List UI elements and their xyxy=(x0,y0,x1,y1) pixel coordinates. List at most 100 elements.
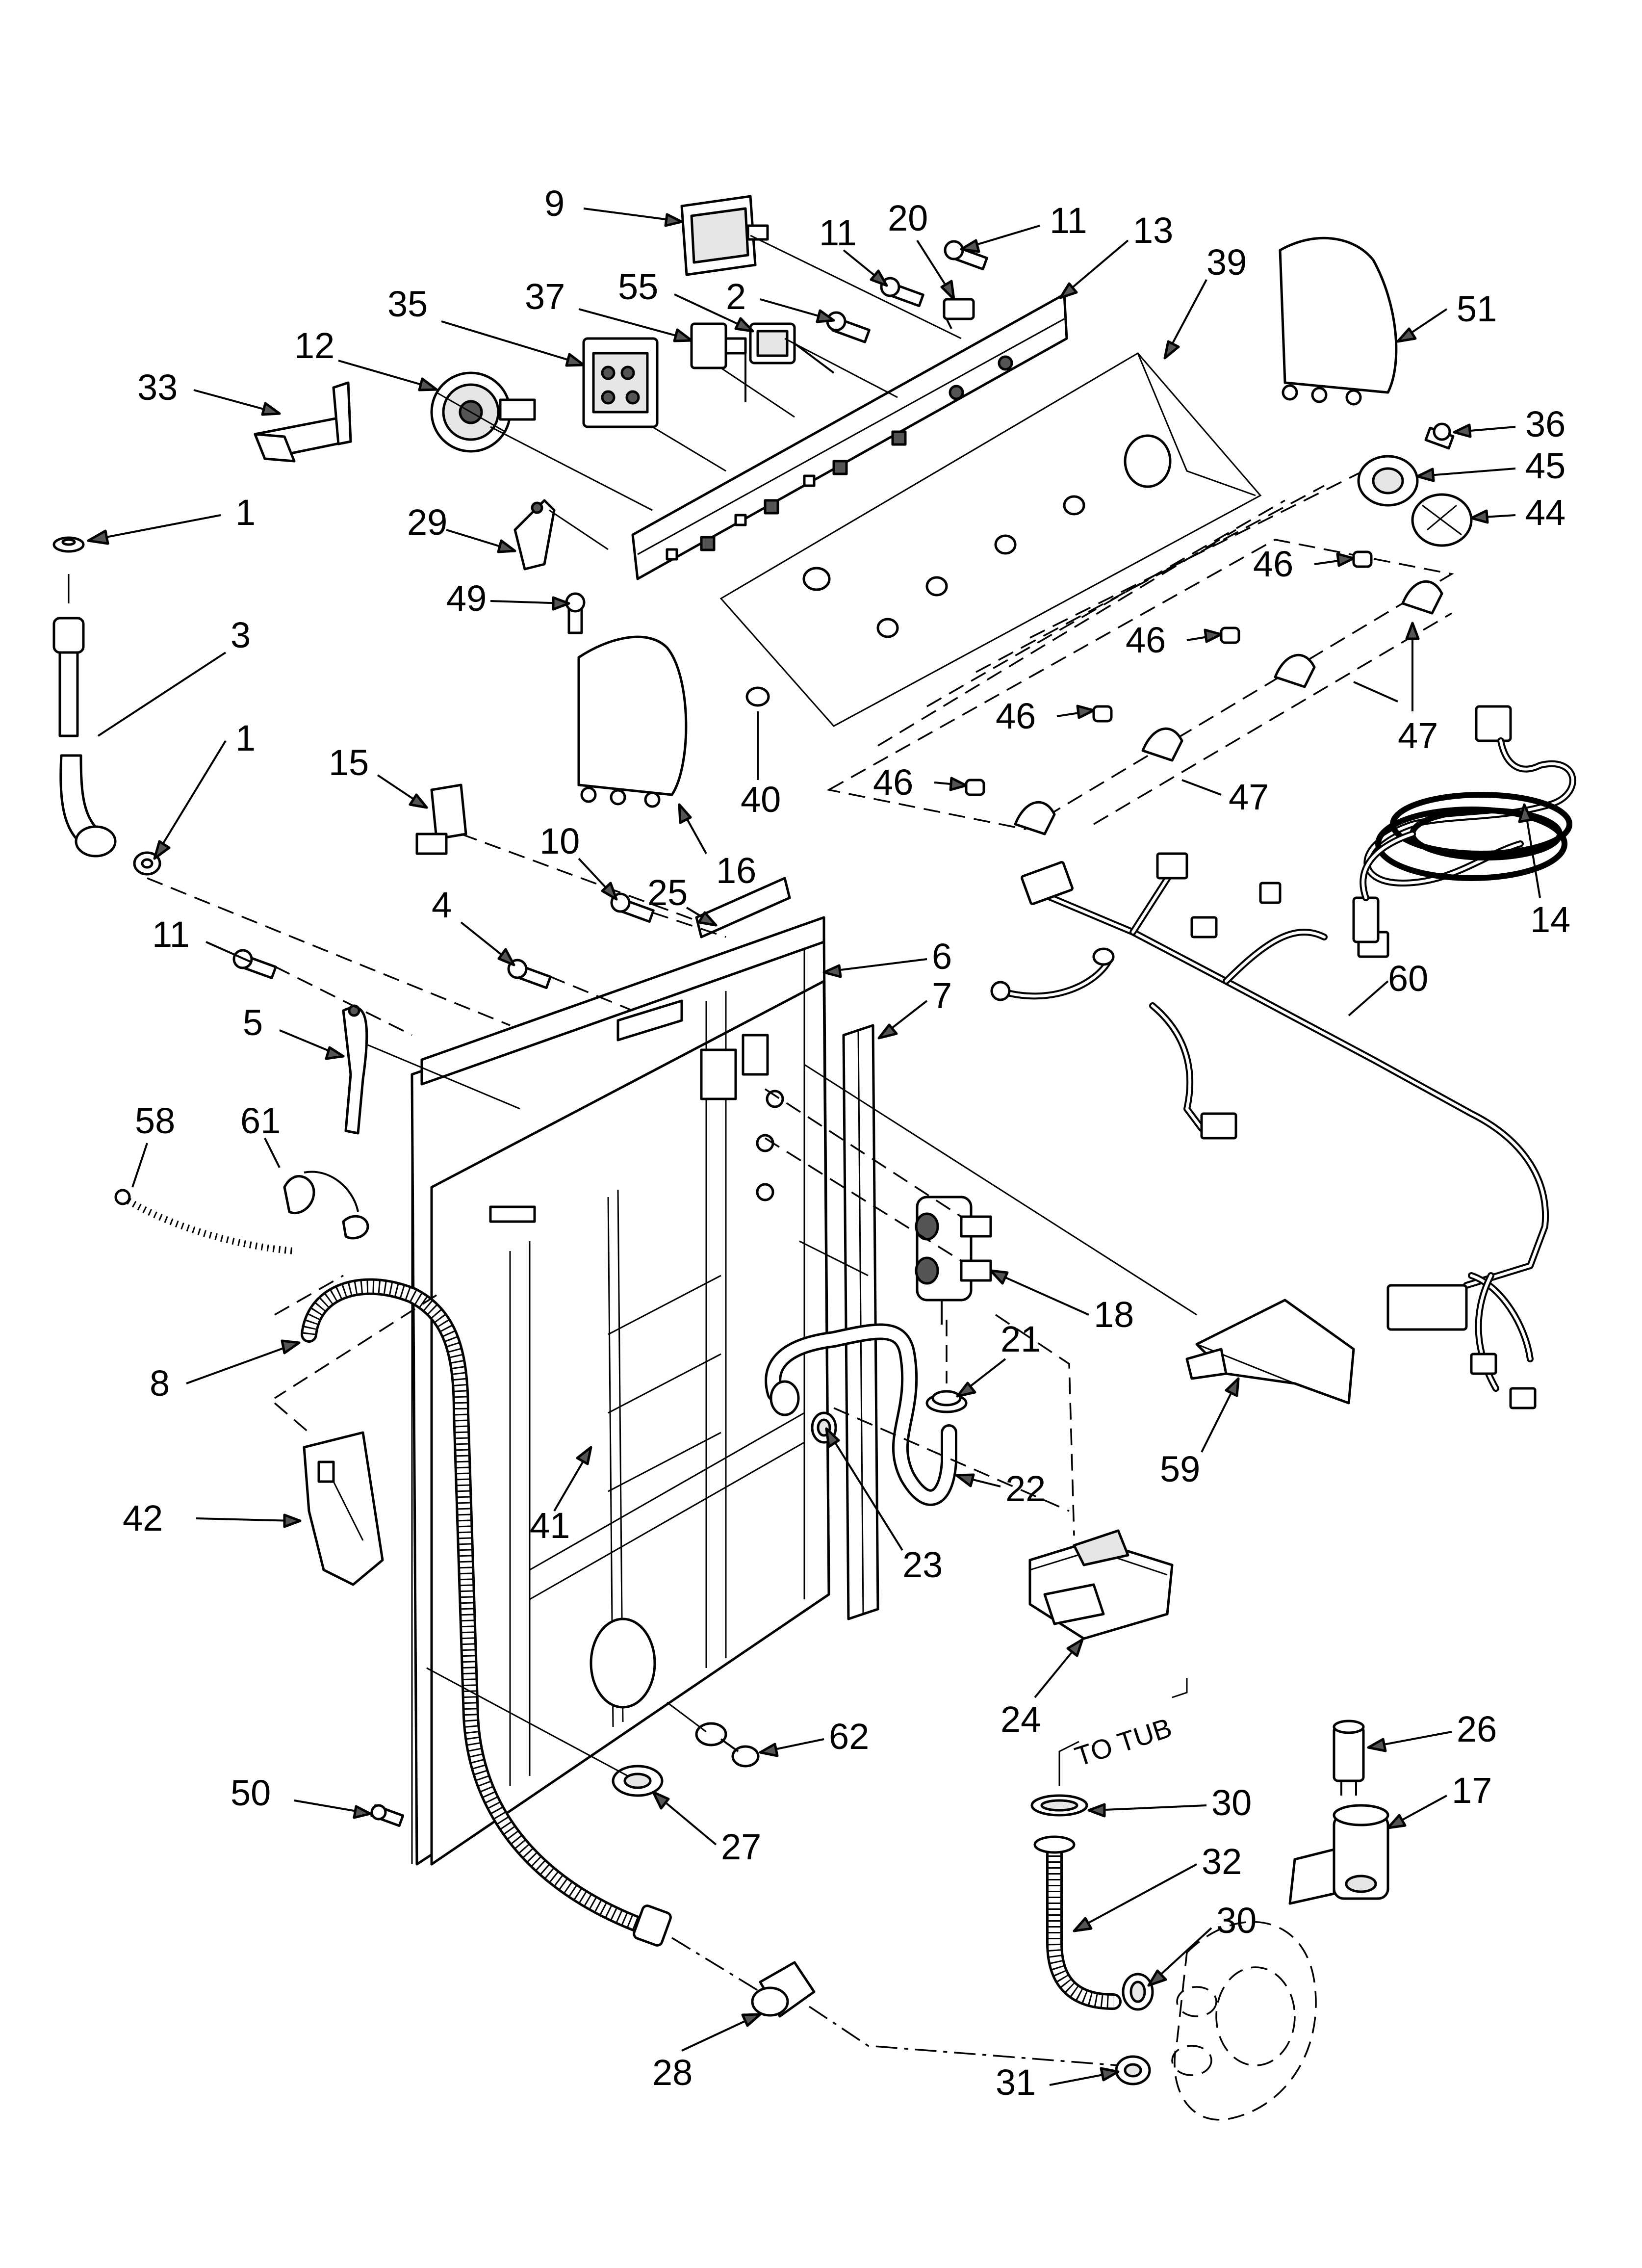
wire-tie-58 xyxy=(114,1189,295,1254)
callout-21: 21 xyxy=(1001,1319,1041,1359)
callout-46a: 46 xyxy=(1253,544,1293,584)
callout-6: 6 xyxy=(932,936,952,977)
timer-switch-12 xyxy=(430,371,536,453)
callout-29: 29 xyxy=(407,502,447,543)
callout-35: 35 xyxy=(387,284,428,324)
callout-42: 42 xyxy=(123,1498,163,1538)
callout-46c: 46 xyxy=(996,696,1036,736)
callout-9: 9 xyxy=(544,183,564,224)
callout-16: 16 xyxy=(716,850,756,891)
callout-11b: 11 xyxy=(819,212,857,253)
plug-62 xyxy=(695,1722,760,1768)
callout-22: 22 xyxy=(1005,1468,1046,1509)
rear-panel xyxy=(410,931,830,1866)
callout-12: 12 xyxy=(294,325,334,366)
side-rail xyxy=(842,1024,879,1620)
callout-61: 61 xyxy=(240,1100,281,1141)
callout-58: 58 xyxy=(135,1100,175,1141)
hose-guide-42 xyxy=(303,1431,384,1586)
callout-41: 41 xyxy=(530,1505,570,1546)
wire-harness xyxy=(990,852,1549,1409)
callout-11c: 11 xyxy=(1050,200,1087,241)
callout-15: 15 xyxy=(329,742,369,783)
callout-5: 5 xyxy=(243,1002,263,1043)
pump-motor-17 xyxy=(1288,1804,1389,1905)
callout-32: 32 xyxy=(1202,1841,1242,1882)
panel-header xyxy=(420,916,825,1086)
callout-45: 45 xyxy=(1525,445,1565,486)
callout-10: 10 xyxy=(539,821,580,861)
callout-17: 17 xyxy=(1452,1770,1492,1811)
callout-23: 23 xyxy=(902,1544,943,1585)
callout-39: 39 xyxy=(1206,242,1247,283)
knob-guide-lines xyxy=(826,465,1454,830)
callout-44: 44 xyxy=(1525,492,1565,533)
switch-9 xyxy=(680,195,769,276)
callout-59: 59 xyxy=(1160,1449,1200,1489)
callout-3: 3 xyxy=(231,615,251,655)
to-tub-note: TO TUB xyxy=(1071,1712,1176,1772)
callout-47b: 47 xyxy=(1229,777,1269,817)
callout-36: 36 xyxy=(1525,404,1565,444)
callout-14: 14 xyxy=(1530,899,1570,940)
callout-2: 2 xyxy=(726,276,746,317)
callout-25: 25 xyxy=(647,872,688,913)
callout-27: 27 xyxy=(721,1826,761,1867)
clamp-27 xyxy=(612,1765,664,1797)
callout-49: 49 xyxy=(446,578,487,619)
console-cover xyxy=(719,352,1262,727)
left-fill-hose-assembly xyxy=(52,536,161,876)
callout-4: 4 xyxy=(432,885,452,925)
callout-46d: 46 xyxy=(873,762,913,803)
callout-8: 8 xyxy=(150,1363,170,1404)
switch-37 xyxy=(690,322,747,402)
bracket-33 xyxy=(254,381,352,463)
callout-50: 50 xyxy=(231,1773,271,1813)
clip-20 xyxy=(943,298,975,329)
capacitor-26 xyxy=(1333,1720,1365,1796)
callout-51: 51 xyxy=(1457,288,1497,329)
screw-50 xyxy=(370,1804,405,1827)
callout-labels: 1 3 1 11 5 58 61 8 42 50 33 12 35 37 9 5… xyxy=(123,183,1570,2103)
callout-30b: 30 xyxy=(1216,1900,1257,1941)
clamp-61 xyxy=(283,1171,369,1240)
callout-13: 13 xyxy=(1133,210,1173,251)
bracket-59 xyxy=(1185,1299,1355,1405)
callout-37: 37 xyxy=(525,276,565,317)
dispenser-24 xyxy=(1028,1529,1174,1640)
control-board-35 xyxy=(582,337,659,428)
callout-24: 24 xyxy=(1001,1699,1041,1740)
callout-47a: 47 xyxy=(1398,715,1438,756)
callout-26: 26 xyxy=(1457,1709,1497,1749)
drain-hose xyxy=(301,1278,672,1947)
pump-hose-32 xyxy=(1033,1835,1122,2010)
screw-49 xyxy=(565,592,586,634)
bracket-29 xyxy=(513,499,556,571)
callout-18: 18 xyxy=(1094,1294,1134,1335)
switch-55 xyxy=(749,322,835,374)
callout-30a: 30 xyxy=(1211,1782,1252,1823)
callout-11a: 11 xyxy=(152,914,190,955)
coupling-28 xyxy=(751,1961,816,2018)
callout-55: 55 xyxy=(618,266,658,307)
callout-20: 20 xyxy=(888,198,928,238)
inlet-hose-22 xyxy=(765,1323,968,1506)
callout-46b: 46 xyxy=(1126,620,1166,660)
screw-2 xyxy=(826,311,871,343)
callout-62: 62 xyxy=(829,1716,869,1757)
callout-40: 40 xyxy=(741,779,781,820)
bracket-5 xyxy=(342,1004,368,1135)
callout-1b: 1 xyxy=(235,718,256,758)
guide-lines xyxy=(147,235,1197,2066)
end-cap-51 xyxy=(1279,236,1398,406)
callout-arrows xyxy=(87,208,1541,2086)
callout-28: 28 xyxy=(652,2052,693,2093)
callout-31: 31 xyxy=(996,2062,1036,2103)
end-cap-16 xyxy=(577,635,688,808)
top-rail xyxy=(695,877,791,938)
callout-1a: 1 xyxy=(235,492,256,533)
water-valve-18 xyxy=(915,1196,992,1325)
callout-7: 7 xyxy=(932,975,952,1016)
knob-parts xyxy=(965,422,1473,835)
